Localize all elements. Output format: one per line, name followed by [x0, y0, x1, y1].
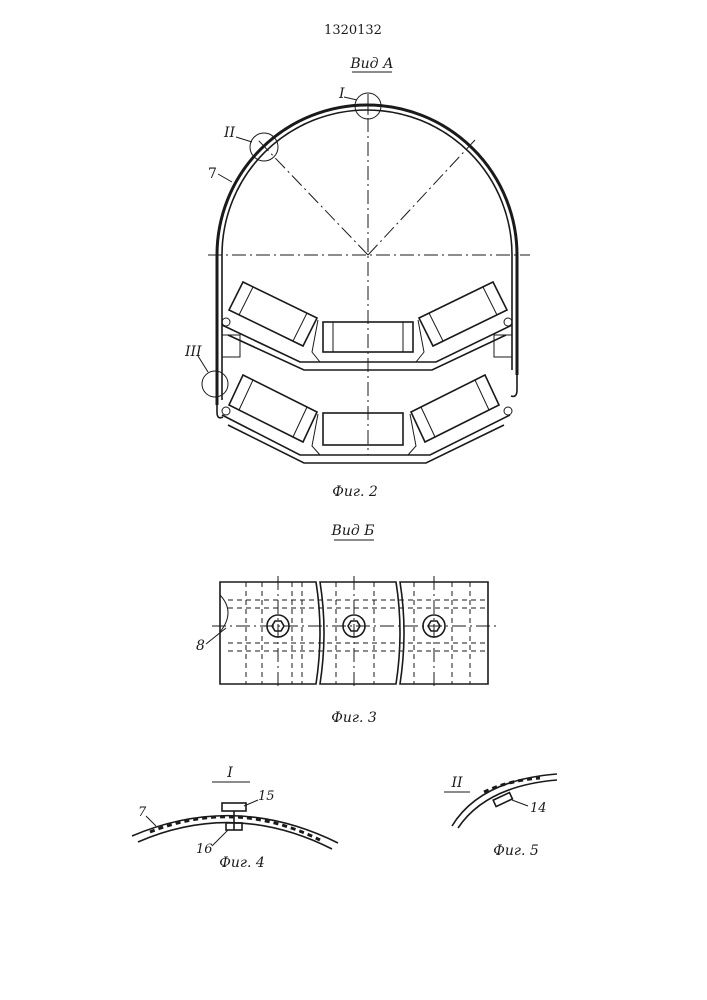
fig2-radius-left [258, 140, 368, 255]
figure-2: Вид А I II III 7 [184, 56, 530, 500]
lower-right-roller-end [475, 380, 489, 410]
fig2-view-title: Вид А [349, 56, 393, 72]
callout-I-leader [344, 97, 357, 100]
upper-left-mount [222, 335, 240, 357]
lower-left-pin [222, 407, 230, 415]
upper-frame [222, 325, 512, 370]
lower-left-roller-end [293, 407, 307, 437]
callout-II: II [223, 125, 236, 141]
callout-15: 15 [258, 789, 275, 804]
callout-I: I [338, 86, 345, 102]
lower-roller-set [222, 375, 512, 463]
callout-8: 8 [196, 638, 205, 654]
fig5-caption: Фиг. 5 [493, 843, 539, 859]
callout-16: 16 [196, 842, 213, 857]
fig2-radius-right [368, 140, 475, 255]
figure-5: II 14 Фиг. 5 [444, 774, 557, 859]
hood-segment-3 [400, 582, 488, 684]
hood-segment-2 [320, 582, 400, 684]
upper-left-roller-end [293, 313, 307, 341]
lower-brackets [312, 414, 416, 455]
callout-7-fig4-leader [146, 816, 156, 826]
fig4-detail-title: I [226, 765, 233, 781]
fig2-caption: Фиг. 2 [332, 484, 378, 500]
upper-left-roller [229, 282, 317, 346]
callout-8-leader [206, 628, 226, 644]
callout-III-leader [198, 356, 208, 372]
lower-right-pin [504, 407, 512, 415]
callout-7: 7 [208, 166, 217, 182]
fig4-bolt-head [222, 803, 246, 811]
callout-7-leader [218, 174, 232, 182]
fig3-caption: Фиг. 3 [331, 710, 377, 726]
lower-right-roller [411, 375, 499, 442]
callout-14: 14 [530, 801, 547, 816]
upper-left-pin [222, 318, 230, 326]
upper-right-roller-end [429, 313, 443, 341]
figure-3: Вид Б [196, 523, 496, 726]
lower-left-roller-end [239, 380, 253, 410]
fig5-detail-title: II [450, 775, 463, 791]
lower-right-roller-end [421, 407, 435, 437]
callout-7-fig4: 7 [138, 805, 147, 820]
fig4-caption: Фиг. 4 [219, 855, 265, 871]
callout-14-leader [512, 800, 528, 806]
upper-left-roller-end [239, 287, 253, 315]
lower-center-roller [323, 413, 403, 445]
upper-right-pin [504, 318, 512, 326]
fig3-view-title: Вид Б [331, 523, 375, 539]
lower-frame [222, 415, 510, 463]
hood-right-hook [511, 375, 517, 396]
upper-right-roller-end [483, 287, 497, 315]
figure-4: I 7 15 16 Фиг. 4 [132, 765, 338, 871]
upper-roller-set [222, 282, 512, 370]
callout-16-leader [212, 830, 228, 846]
upper-right-mount [494, 335, 512, 357]
fig3-hidden-lines [228, 582, 486, 684]
callout-II-leader [236, 137, 252, 142]
patent-number: 1320132 [324, 23, 382, 38]
detail-3-circle [202, 371, 228, 397]
fig4-sheet-inner [138, 823, 332, 849]
